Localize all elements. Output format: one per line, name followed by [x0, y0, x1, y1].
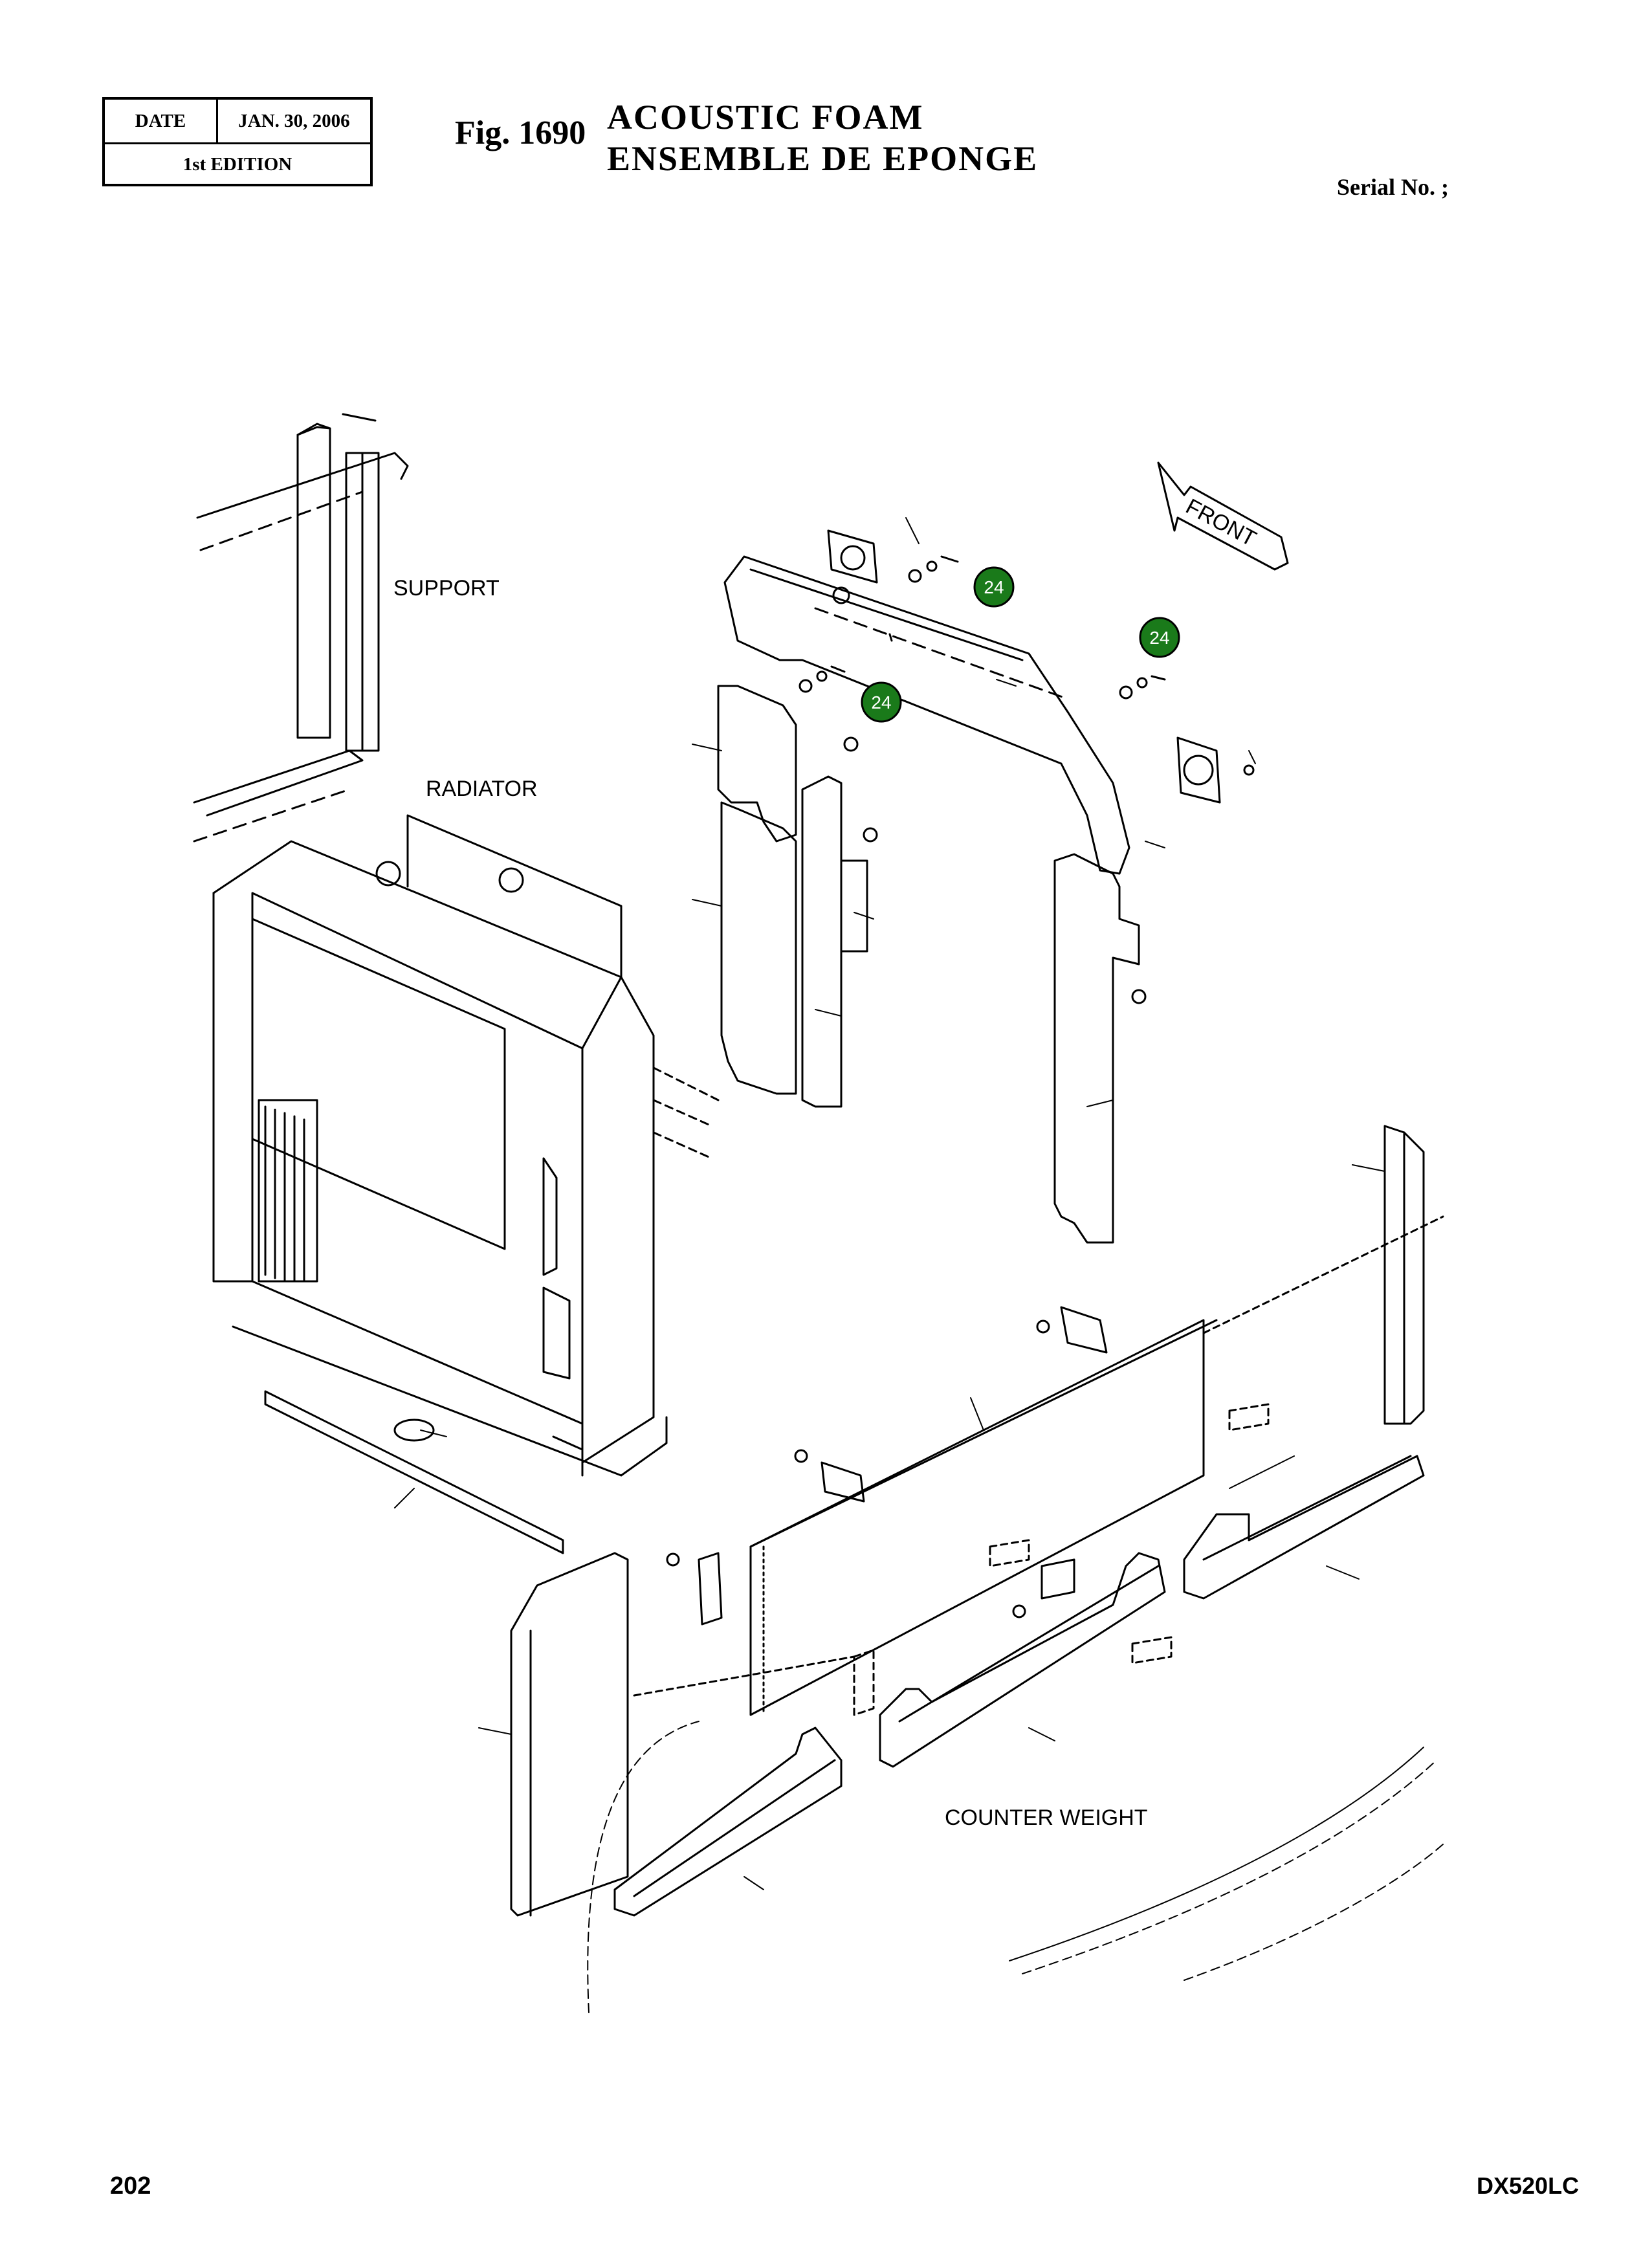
- callout-24-b[interactable]: 24: [1139, 617, 1180, 658]
- right-vertical-foam: [1053, 853, 1147, 1244]
- radiator-assembly: [212, 814, 720, 1477]
- edition-label: 1st EDITION: [182, 153, 292, 175]
- leader-lines: [394, 517, 1385, 1890]
- callout-24-a[interactable]: 24: [973, 566, 1015, 608]
- mounting-plates-top: [798, 529, 1255, 804]
- radiator-label: RADIATOR: [426, 777, 538, 801]
- far-right-tall-foam: [1383, 1125, 1425, 1425]
- callout-text: 24: [984, 577, 1004, 597]
- title-french: ENSEMBLE DE EPONGE: [607, 139, 1039, 178]
- counter-weight-outline: [587, 1721, 1444, 2013]
- bracket-plates: [666, 1306, 1108, 1626]
- callout-text: 24: [1149, 628, 1169, 648]
- page-number: 202: [110, 2172, 151, 2200]
- support-frame: [193, 413, 409, 843]
- model-number: DX520LC: [1477, 2172, 1580, 2199]
- callout-text: 24: [871, 692, 891, 712]
- large-center-panel: [749, 1319, 1218, 1716]
- date-box: DATE JAN. 30, 2006 1st EDITION: [102, 97, 373, 186]
- date-label: DATE: [105, 100, 218, 142]
- front-arrow: FRONT: [1157, 461, 1289, 571]
- figure-number: Fig. 1690: [455, 115, 586, 151]
- dashed-blocks: [633, 1215, 1444, 1716]
- counter-weight-label: COUNTER WEIGHT: [945, 1805, 1148, 1830]
- serial-number: Serial No. ;: [1337, 174, 1449, 200]
- lower-foams: [264, 1390, 1425, 1917]
- title-english: ACOUSTIC FOAM: [607, 98, 924, 137]
- callout-24-c[interactable]: 24: [861, 681, 902, 723]
- top-foam-frame: [723, 555, 1130, 875]
- date-value: JAN. 30, 2006: [238, 110, 350, 131]
- left-vertical-foams: [717, 685, 878, 1108]
- support-label: SUPPORT: [393, 576, 500, 601]
- date-row: DATE JAN. 30, 2006: [105, 100, 370, 144]
